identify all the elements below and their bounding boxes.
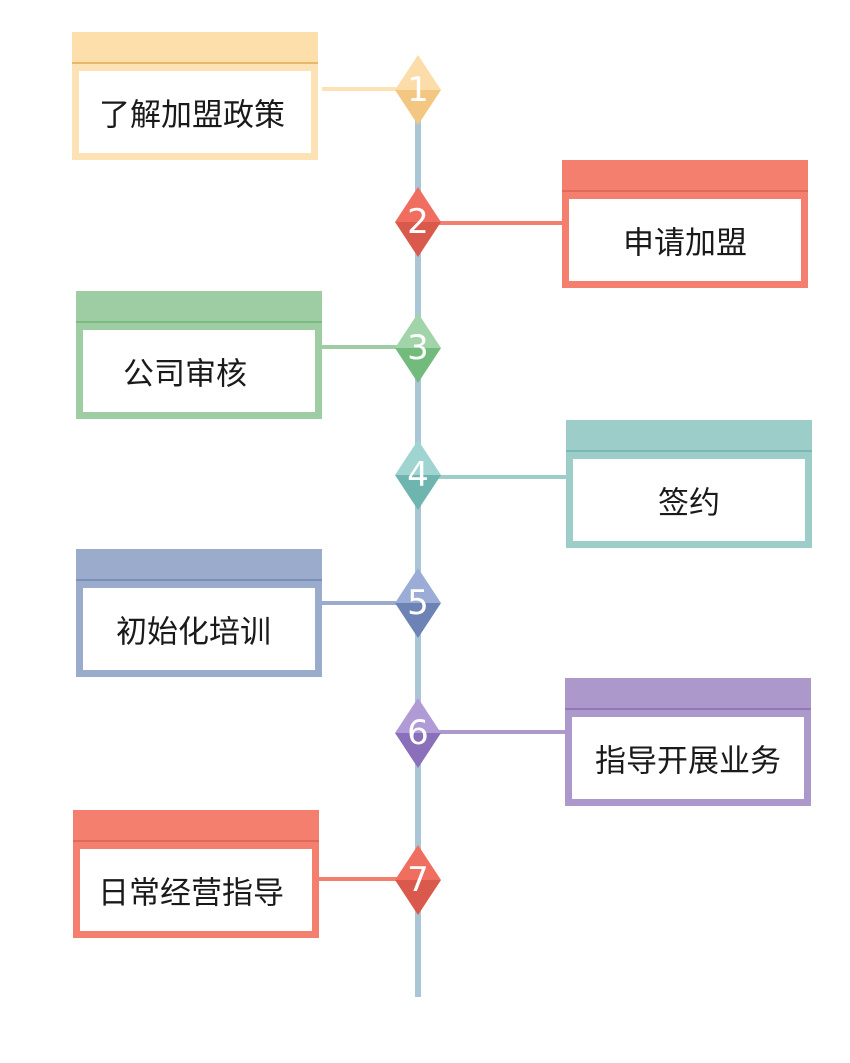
diamond-shape	[395, 440, 441, 510]
diamond-shape	[395, 568, 441, 638]
card-band	[565, 678, 811, 708]
step-number-3: 3	[407, 328, 429, 368]
step-number-7: 7	[407, 860, 429, 900]
step-card-2: 申请加盟	[562, 160, 808, 288]
timeline-axis	[415, 85, 421, 997]
step-number-4: 4	[407, 455, 429, 495]
card-band	[73, 810, 319, 840]
card-band-line	[565, 708, 811, 715]
diamond-shape	[395, 845, 441, 915]
diamond-shape	[395, 55, 441, 125]
connector-3	[322, 345, 420, 349]
card-body: 初始化培训	[76, 581, 322, 677]
step-label-5: 初始化培训	[116, 614, 271, 651]
step-card-3: 公司审核	[76, 291, 322, 419]
diamond-shape	[395, 187, 441, 257]
card-band-line	[73, 840, 319, 847]
card-band	[566, 420, 812, 450]
step-number-1: 1	[407, 70, 429, 110]
step-label-3: 公司审核	[123, 356, 247, 393]
step-diamond-4: 4	[395, 440, 441, 510]
diamond-shape	[395, 313, 441, 383]
connector-6	[420, 730, 570, 734]
card-body: 了解加盟政策	[72, 64, 318, 160]
card-body: 签约	[566, 452, 812, 548]
connector-1	[322, 87, 420, 91]
step-label-2: 申请加盟	[623, 225, 747, 262]
step-number-6: 6	[407, 713, 429, 753]
step-number-2: 2	[407, 202, 429, 242]
connector-2	[420, 221, 566, 225]
card-band	[76, 291, 322, 321]
card-band-line	[562, 190, 808, 197]
step-card-4: 签约	[566, 420, 812, 548]
card-band	[76, 549, 322, 579]
diamond-shape	[395, 698, 441, 768]
step-label-7: 日常经营指导	[98, 875, 284, 912]
step-diamond-2: 2	[395, 187, 441, 257]
card-band-line	[566, 450, 812, 457]
card-body: 指导开展业务	[565, 710, 811, 806]
card-body: 申请加盟	[562, 192, 808, 288]
step-number-5: 5	[407, 583, 429, 623]
card-band-line	[72, 62, 318, 69]
card-body: 日常经营指导	[73, 842, 319, 938]
card-band-line	[76, 579, 322, 586]
step-label-1: 了解加盟政策	[99, 97, 285, 134]
connector-7	[318, 877, 420, 881]
card-body: 公司审核	[76, 323, 322, 419]
connector-4	[420, 475, 570, 479]
connector-5	[320, 601, 420, 605]
step-label-4: 签约	[658, 485, 720, 522]
step-card-6: 指导开展业务	[565, 678, 811, 806]
step-card-7: 日常经营指导	[73, 810, 319, 938]
step-card-1: 了解加盟政策	[72, 32, 318, 160]
step-card-5: 初始化培训	[76, 549, 322, 677]
step-diamond-7: 7	[395, 845, 441, 915]
card-band-line	[76, 321, 322, 328]
step-diamond-5: 5	[395, 568, 441, 638]
step-diamond-6: 6	[395, 698, 441, 768]
card-band	[72, 32, 318, 62]
step-label-6: 指导开展业务	[595, 743, 781, 780]
step-diamond-3: 3	[395, 313, 441, 383]
step-diamond-1: 1	[395, 55, 441, 125]
card-band	[562, 160, 808, 190]
